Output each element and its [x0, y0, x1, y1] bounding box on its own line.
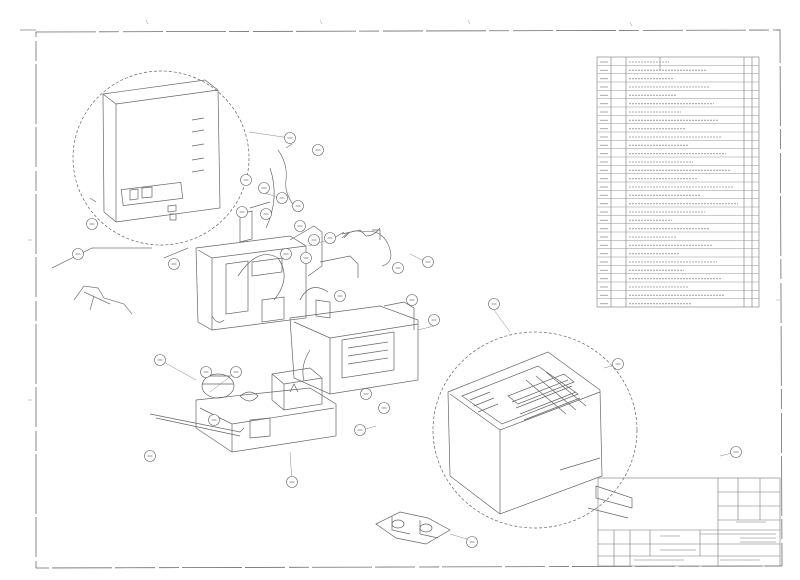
- parts-list-table: [596, 56, 760, 308]
- margin-marks: [28, 19, 780, 401]
- leader-lines: [159, 131, 737, 541]
- middle-chassis-assembly: [289, 287, 419, 395]
- main-cabinet-assembly: [195, 167, 381, 331]
- part-balloons: [72, 132, 742, 548]
- lower-base-assembly: [149, 367, 337, 453]
- parts-list-rows: [597, 61, 759, 305]
- drawing-border: [20, 29, 783, 569]
- left-bracket-parts: [51, 247, 189, 315]
- title-block: [597, 477, 781, 567]
- bottom-small-parts: [375, 511, 451, 545]
- detail-view-top-left: [72, 70, 250, 246]
- detail-view-bottom-right: [432, 331, 638, 529]
